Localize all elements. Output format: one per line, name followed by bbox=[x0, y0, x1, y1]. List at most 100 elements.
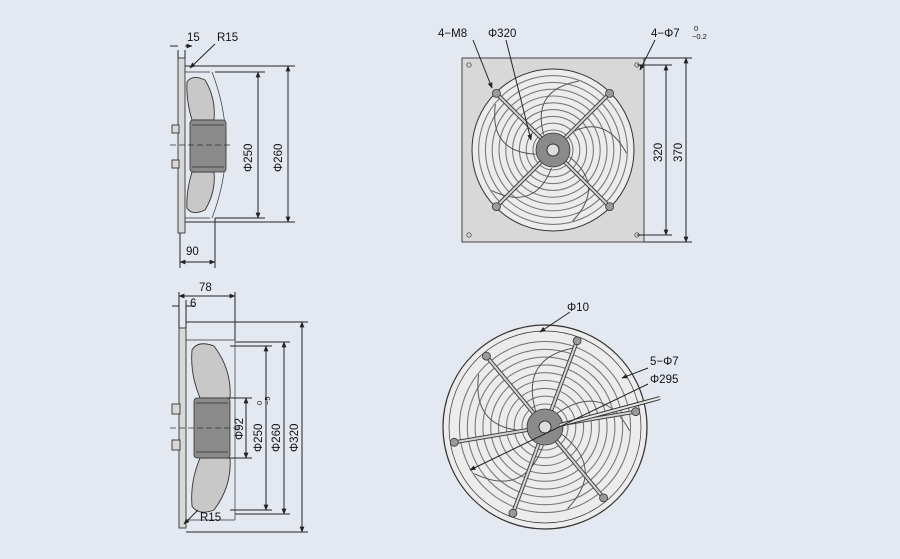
dim-r15-leader bbox=[183, 509, 199, 525]
guard-rings bbox=[478, 75, 628, 225]
spoke-end bbox=[491, 202, 501, 212]
venturi-lines bbox=[185, 71, 210, 219]
guard-spoke-inner bbox=[553, 437, 605, 499]
guard-ring bbox=[466, 348, 624, 506]
blade-edge bbox=[561, 433, 586, 509]
guard-ring bbox=[513, 395, 577, 459]
dim-320-label: Φ320 bbox=[289, 424, 301, 452]
guard-ring bbox=[491, 88, 615, 212]
dim-320-leader bbox=[505, 39, 533, 141]
mounting-plate bbox=[177, 57, 186, 234]
motor-bolt bbox=[171, 403, 181, 415]
motor-body bbox=[189, 119, 227, 173]
guard-spoke-inner bbox=[485, 355, 537, 417]
motor-bolt bbox=[171, 124, 180, 134]
blade-edge bbox=[491, 167, 552, 198]
dim-250-label: Φ250 bbox=[243, 144, 255, 172]
blade-edge bbox=[494, 104, 536, 155]
spoke-end bbox=[605, 89, 614, 98]
guard-ring bbox=[478, 75, 628, 225]
guard-ring bbox=[474, 356, 616, 498]
guard-spoke-inner bbox=[562, 159, 611, 208]
dim-m8-leader bbox=[472, 39, 493, 89]
dim-320v-label: 320 bbox=[653, 143, 665, 162]
dim-92-label: Φ92 bbox=[234, 418, 246, 440]
spoke-end bbox=[481, 351, 491, 361]
motor-ribs bbox=[192, 124, 224, 168]
dim-78-label: 78 bbox=[199, 282, 212, 294]
dim-r15-bottom-label: R15 bbox=[200, 512, 221, 524]
blade-upper bbox=[191, 343, 231, 399]
blade-edge bbox=[531, 347, 575, 412]
dim-295-leader bbox=[469, 383, 649, 471]
dim-hole-tol-up: 0 bbox=[694, 24, 698, 33]
guard-ring bbox=[518, 115, 588, 185]
guard-ring bbox=[512, 109, 594, 191]
guard-ring bbox=[532, 129, 574, 171]
dim-90-label: 90 bbox=[186, 246, 199, 258]
dim-320-top-label: Φ320 bbox=[488, 28, 516, 40]
motor-bolt bbox=[171, 159, 180, 169]
dim-hole-label: 4−Φ7 bbox=[651, 28, 680, 40]
guard-ring bbox=[458, 340, 632, 514]
guard-ring bbox=[490, 372, 600, 482]
guard-spoke-inner bbox=[495, 159, 544, 208]
blade-lower bbox=[186, 171, 215, 213]
guard-spoke-inner bbox=[548, 340, 579, 415]
dim-hole-tol-low: −0.2 bbox=[692, 32, 707, 41]
dim-holes-leader bbox=[621, 367, 649, 379]
guard-spoke-inner bbox=[495, 92, 544, 141]
guard-spoke-inner bbox=[511, 439, 542, 514]
blade-lower bbox=[191, 457, 231, 513]
motor-ribs bbox=[196, 402, 228, 453]
blade-edge bbox=[556, 400, 631, 431]
dim-260-ext bbox=[185, 65, 295, 223]
dim-10-label: Φ10 bbox=[567, 302, 589, 314]
dim-320-ext bbox=[186, 321, 308, 533]
guard-rings bbox=[458, 340, 632, 514]
guard-ring bbox=[484, 81, 622, 219]
corner-hole bbox=[466, 232, 472, 238]
front-view-round-fan: Φ10 5−Φ7 Φ295 bbox=[442, 302, 679, 530]
guard-ring bbox=[505, 102, 601, 198]
guard-ring bbox=[498, 95, 608, 205]
guard-ring bbox=[505, 387, 585, 467]
dim-260-label: Φ260 bbox=[273, 144, 285, 172]
motor-bolt bbox=[171, 439, 181, 451]
dim-260-label: Φ260 bbox=[271, 424, 283, 452]
dim-m8-label: 4−M8 bbox=[438, 28, 467, 40]
front-view-square-fan: 4−M8 Φ320 4−Φ7 0 −0.2 320 370 bbox=[438, 24, 707, 243]
guard-spoke-inner bbox=[562, 92, 611, 141]
side-view-square-fan: 15 R15 Φ250 Φ260 90 bbox=[170, 32, 295, 268]
guard-ring bbox=[497, 379, 593, 475]
guard-spoke-inner bbox=[454, 428, 532, 444]
guard-ring bbox=[482, 364, 608, 490]
spoke-end bbox=[572, 336, 582, 346]
dim-295-label: Φ295 bbox=[650, 374, 678, 386]
dim-holes-label: 5−Φ7 bbox=[650, 356, 679, 368]
dim-250-tol-low: −5 bbox=[263, 396, 272, 405]
hub-center bbox=[546, 143, 560, 157]
dim-260-ext bbox=[235, 341, 290, 515]
frame-lines bbox=[186, 339, 235, 521]
spoke-end bbox=[491, 89, 501, 98]
dim-250-tol-up: 0 bbox=[255, 401, 264, 405]
dim-15-ext bbox=[177, 50, 186, 58]
blade-upper bbox=[186, 77, 215, 121]
spoke-end bbox=[599, 493, 608, 503]
guard-ring bbox=[525, 122, 581, 178]
dim-r15-top-label: R15 bbox=[217, 32, 238, 44]
dim-370-label: 370 bbox=[673, 143, 685, 162]
hub-center bbox=[538, 420, 552, 434]
spoke-end bbox=[449, 437, 459, 447]
power-cable-inner bbox=[559, 397, 661, 426]
dim-15-label: 15 bbox=[187, 32, 200, 44]
guard-ring bbox=[521, 403, 569, 451]
side-view-round-fan: 78 6 Φ92 Φ250 0 −5 Φ260 Φ320 R15 bbox=[170, 282, 308, 533]
spoke-end bbox=[508, 508, 518, 518]
blade-edge bbox=[540, 80, 579, 135]
corner-hole bbox=[466, 62, 472, 68]
dim-250-label: Φ250 bbox=[253, 424, 265, 452]
